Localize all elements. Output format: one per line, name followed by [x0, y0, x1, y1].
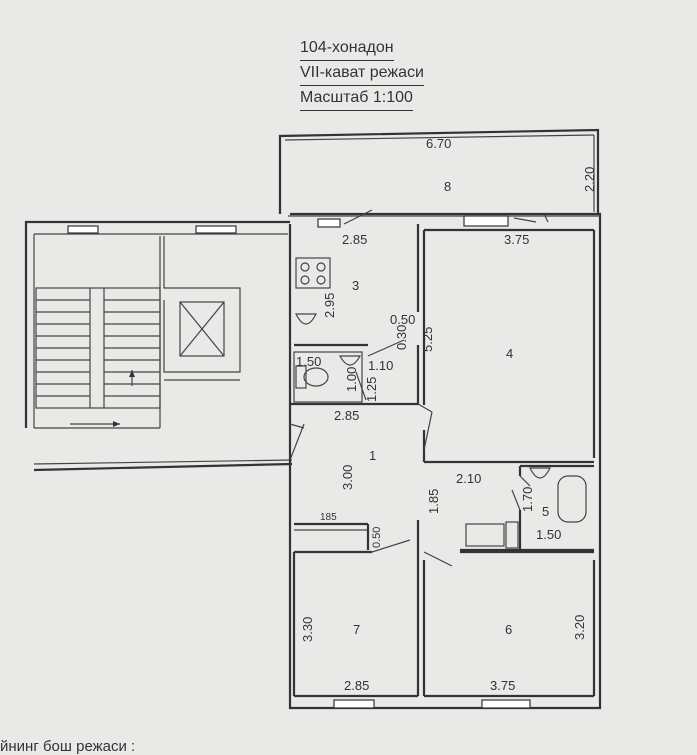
- dim-room4-partition: 2.10: [456, 471, 481, 486]
- title-block: 104-хонадон VII-кават режаси Масштаб 1:1…: [300, 36, 470, 111]
- dimension-labels: 6.70 2.20 2.85 3.75 2.95 5.25 0.50 0.30 …: [296, 136, 597, 693]
- dim-kitchen-depth: 2.95: [322, 293, 337, 318]
- room-label-4: 4: [506, 346, 513, 361]
- dim-room7-width: 2.85: [344, 678, 369, 693]
- footer-note: йнинг бош режаси :: [0, 738, 136, 755]
- dim-wc-depth: 1.00: [344, 367, 359, 392]
- room-label-1: 1: [369, 448, 376, 463]
- floor-title: VII-кават режаси: [300, 61, 424, 86]
- dim-room4-width: 3.75: [504, 232, 529, 247]
- dim-room4-depth: 5.25: [420, 327, 435, 352]
- dim-corridor-depth: 1.85: [426, 489, 441, 514]
- apartment-title: 104-хонадон: [300, 36, 394, 61]
- fixtures: [295, 257, 551, 479]
- dim-room7-depth: 3.30: [300, 617, 315, 642]
- dim-hall-depth: 3.00: [340, 465, 355, 490]
- dim-hall-width: 2.85: [334, 408, 359, 423]
- room-label-5: 5: [542, 504, 549, 519]
- dim-wc-width: 1.50: [296, 354, 321, 369]
- dim-bath-width: 1.50: [536, 527, 561, 542]
- windows: [317, 215, 531, 709]
- room-label-3: 3: [352, 278, 359, 293]
- dim-room6-width: 3.75: [490, 678, 515, 693]
- dim-room6-depth: 3.20: [572, 615, 587, 640]
- doors: [289, 209, 549, 567]
- room-labels: 8 3 4 1 5 7 6: [352, 179, 549, 637]
- stairwell: [24, 220, 293, 472]
- dim-balcony-depth: 2.20: [582, 167, 597, 192]
- dim-balcony-width: 6.70: [426, 136, 451, 151]
- dim-closet-depth: 0.50: [371, 527, 383, 548]
- balcony-outline: [278, 128, 600, 214]
- apartment-walls: [288, 212, 602, 710]
- room-label-7: 7: [353, 622, 360, 637]
- room-label-6: 6: [505, 622, 512, 637]
- room-label-8: 8: [444, 179, 451, 194]
- dim-closet-width: 185: [320, 512, 337, 523]
- dim-shaft-a: 0.50: [390, 312, 415, 327]
- dim-kitchen-width: 2.85: [342, 232, 367, 247]
- scale-title: Масштаб 1:100: [300, 86, 413, 111]
- dim-wc-door: 1.10: [368, 358, 393, 373]
- dim-wc-side: 1.25: [364, 377, 379, 402]
- dim-bath-depth: 1.70: [520, 487, 535, 512]
- dim-shaft-b: 0.30: [394, 325, 409, 350]
